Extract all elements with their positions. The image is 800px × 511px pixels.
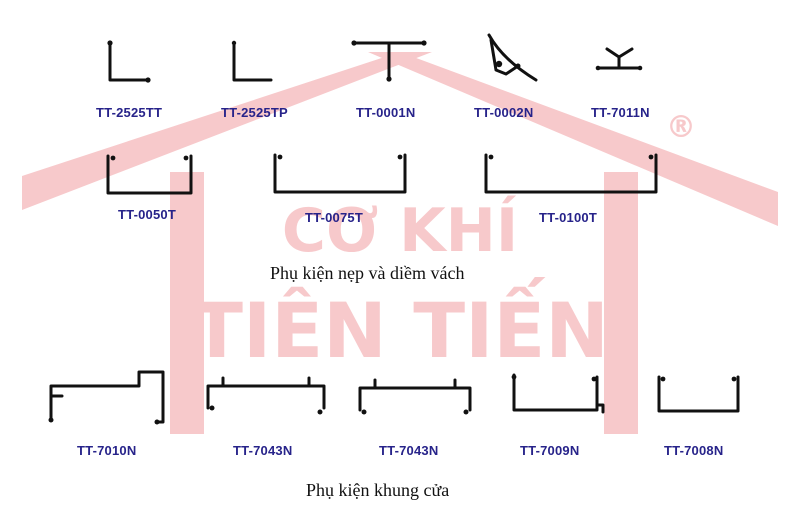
profile-tt-2525tt-drawing: [107, 40, 151, 83]
profile-code-tt-7043n-a: TT-7043N: [233, 443, 293, 458]
profile-tt-0050t-drawing: [106, 154, 193, 195]
roof-left-beam: [22, 52, 432, 210]
profile-code-tt-0100t: TT-0100T: [539, 210, 597, 225]
profile-code-tt-7043n-b: TT-7043N: [379, 443, 439, 458]
registered-mark: ®: [666, 110, 696, 145]
profile-code-tt-7008n: TT-7008N: [664, 443, 724, 458]
profile-tt-7010n-drawing: [48, 370, 165, 425]
profile-tt-2525tp-drawing: [231, 40, 273, 82]
profile-tt-7043n-a-drawing: [206, 376, 326, 415]
profile-code-tt-0001n: TT-0001N: [356, 105, 416, 120]
profile-code-tt-0075t: TT-0075T: [305, 210, 363, 225]
watermark-brand-line1: CƠ KHÍ: [282, 194, 518, 266]
watermark-brand-line2: TIÊN TIẾN: [191, 276, 609, 375]
profile-tt-0100t-drawing: [484, 153, 658, 194]
profile-tt-0075t-drawing: [273, 153, 407, 194]
right-pillar: [604, 172, 638, 434]
profile-tt-7008n-drawing: [657, 375, 740, 413]
section-caption-door-frame: Phụ kiện khung cửa: [306, 480, 450, 500]
profile-code-tt-2525tp: TT-2525TP: [221, 105, 288, 120]
profile-code-tt-7010n: TT-7010N: [77, 443, 137, 458]
profile-tt-0002n-drawing: [487, 33, 538, 82]
profile-code-tt-0002n: TT-0002N: [474, 105, 534, 120]
left-pillar: [170, 172, 204, 434]
profile-tt-7011n-drawing: [595, 47, 643, 71]
section-caption-trims: Phụ kiện nẹp và diềm vách: [270, 263, 465, 283]
profile-tt-7009n-drawing: [511, 373, 605, 414]
profile-code-tt-2525tt: TT-2525TT: [96, 105, 163, 120]
profile-code-tt-0050t: TT-0050T: [118, 207, 176, 222]
profile-code-tt-7009n: TT-7009N: [520, 443, 580, 458]
profile-tt-7043n-b-drawing: [358, 378, 472, 415]
profile-code-tt-7011n: TT-7011N: [591, 105, 650, 120]
profile-tt-0001n-drawing: [351, 40, 427, 82]
roof-right-beam: [368, 52, 778, 226]
